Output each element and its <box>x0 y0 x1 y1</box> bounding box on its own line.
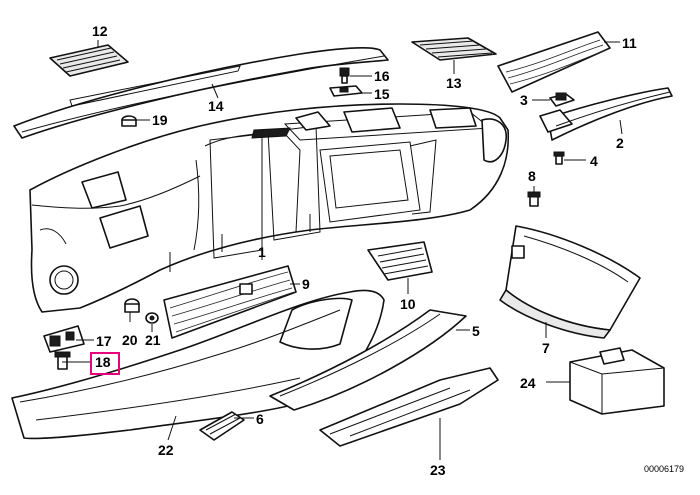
part-8-screw[interactable] <box>527 191 541 207</box>
callout-16[interactable]: 16 <box>374 68 390 84</box>
part-20-nut[interactable] <box>124 298 140 313</box>
callout-18[interactable]: 18 <box>95 354 111 370</box>
callout-20[interactable]: 20 <box>122 332 138 348</box>
callout-17[interactable]: 17 <box>96 333 112 349</box>
part-6-vent[interactable] <box>199 411 245 441</box>
part-13-grille[interactable] <box>411 37 497 61</box>
callout-7[interactable]: 7 <box>542 340 550 356</box>
part-14-upper-trim-strip[interactable] <box>13 47 389 139</box>
part-12-defroster-grille[interactable] <box>49 44 129 77</box>
callout-4[interactable]: 4 <box>590 153 598 169</box>
part-3-clip[interactable] <box>549 92 575 107</box>
callout-22[interactable]: 22 <box>158 442 174 458</box>
part-5-console-trim[interactable] <box>269 309 467 411</box>
callout-12[interactable]: 12 <box>92 23 108 39</box>
part-2-side-trim[interactable] <box>539 87 673 141</box>
highlight-box-18 <box>90 352 120 375</box>
part-19-plug[interactable] <box>121 115 137 127</box>
callout-15[interactable]: 15 <box>374 86 390 102</box>
part-24-box[interactable] <box>569 347 665 415</box>
callout-11[interactable]: 11 <box>622 35 637 51</box>
callout-6[interactable]: 6 <box>256 411 264 427</box>
callout-14[interactable]: 14 <box>208 98 224 114</box>
callout-10[interactable]: 10 <box>400 296 416 312</box>
document-number: 00006179 <box>644 464 685 474</box>
part-10-vent[interactable] <box>367 241 433 281</box>
part-7-glovebox[interactable] <box>499 225 641 339</box>
part-18-screw[interactable] <box>54 351 71 370</box>
callout-24[interactable]: 24 <box>520 375 536 391</box>
callout-3[interactable]: 3 <box>520 92 528 108</box>
part-16-clip[interactable] <box>339 67 350 84</box>
part-9-wood-panel[interactable] <box>163 265 297 339</box>
leader-lines <box>62 40 623 460</box>
part-11-wood-trim[interactable] <box>497 31 611 93</box>
part-23-tunnel-trim[interactable] <box>319 367 499 447</box>
callout-5[interactable]: 5 <box>472 323 480 339</box>
part-15-bracket[interactable] <box>329 85 363 97</box>
callout-19[interactable]: 19 <box>152 112 168 128</box>
part-17-bracket[interactable] <box>43 325 85 353</box>
callout-2[interactable]: 2 <box>616 135 624 151</box>
callout-21[interactable]: 21 <box>145 332 161 348</box>
part-4-screw[interactable] <box>553 151 565 165</box>
callout-13[interactable]: 13 <box>446 75 462 91</box>
part-21-clip[interactable] <box>145 312 159 324</box>
callout-8[interactable]: 8 <box>528 168 536 184</box>
part-1-dashboard[interactable] <box>29 103 510 313</box>
callout-23[interactable]: 23 <box>430 462 446 478</box>
callout-1[interactable]: 1 <box>258 244 266 260</box>
callout-9[interactable]: 9 <box>302 276 310 292</box>
